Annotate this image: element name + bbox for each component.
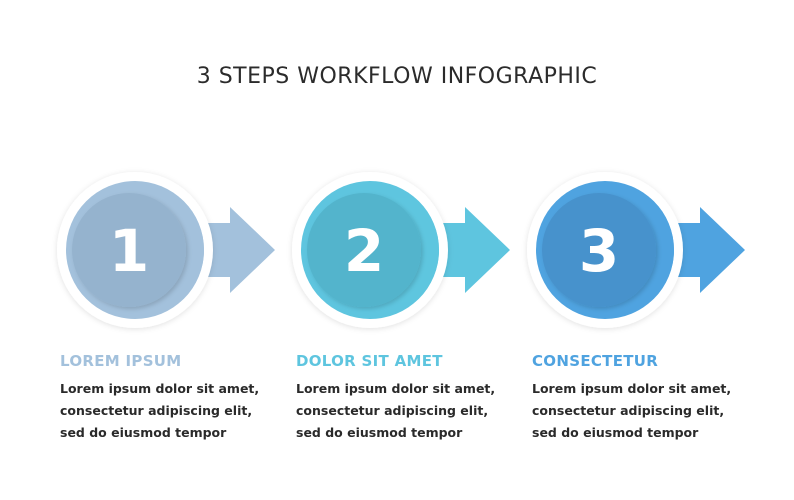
step-1-heading: LOREM IPSUM (60, 352, 182, 370)
step-1-text: LOREM IPSUM Lorem ipsum dolor sit amet, … (60, 352, 280, 444)
step-3-icon: 3 (527, 172, 745, 328)
step-3-text: CONSECTETUR Lorem ipsum dolor sit amet, … (532, 352, 752, 444)
step-2-text: DOLOR SIT AMET Lorem ipsum dolor sit ame… (296, 352, 516, 444)
step-3-body: Lorem ipsum dolor sit amet, consectetur … (532, 381, 732, 440)
step-2-body: Lorem ipsum dolor sit amet, consectetur … (296, 381, 496, 440)
page-title: 3 STEPS WORKFLOW INFOGRAPHIC (196, 64, 598, 89)
step-2-icon: 2 (292, 172, 510, 328)
inner-circle (542, 193, 656, 307)
step-2-heading: DOLOR SIT AMET (296, 352, 443, 370)
inner-circle (307, 193, 421, 307)
step-3-heading: CONSECTETUR (532, 352, 659, 370)
inner-circle (72, 193, 186, 307)
step-1-icon: 1 (57, 172, 275, 328)
step-2-number: 2 (344, 217, 384, 285)
step-1-number: 1 (109, 217, 149, 285)
step-3-number: 3 (579, 217, 619, 285)
step-1-body: Lorem ipsum dolor sit amet, consectetur … (60, 381, 260, 440)
